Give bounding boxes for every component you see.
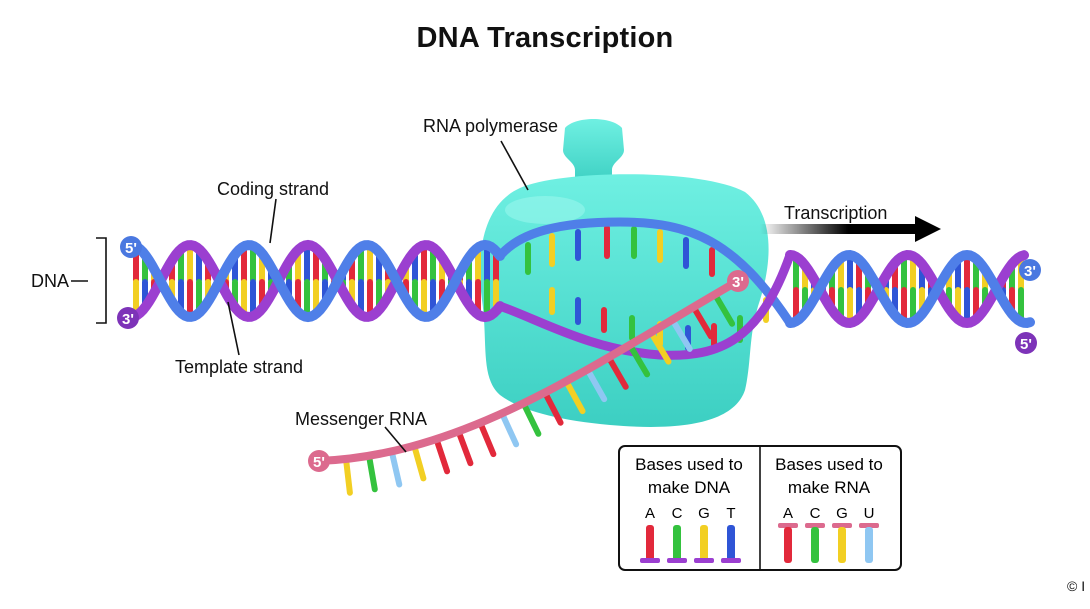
legend-base-letter: A bbox=[645, 505, 655, 522]
legend-base-t: T bbox=[721, 505, 741, 563]
messenger-rna-label: Messenger RNA bbox=[295, 409, 428, 429]
mrna-base bbox=[411, 442, 427, 482]
mrna-base bbox=[388, 448, 403, 488]
legend-base-letter: A bbox=[783, 505, 793, 522]
strand-end-markers: 5' 3' 3' 5' 5' 3' bbox=[117, 236, 1041, 472]
dna-left-top-end-marker: 5' bbox=[120, 236, 142, 258]
mrna-base bbox=[366, 452, 378, 493]
legend-base-bar bbox=[673, 525, 681, 561]
legend-base-bar bbox=[700, 525, 708, 561]
mrna-start-end-label: 5' bbox=[313, 454, 325, 471]
template-strand-bubble bbox=[495, 250, 795, 360]
legend-base-c: C bbox=[805, 505, 825, 563]
legend-base-letter: C bbox=[672, 505, 683, 522]
legend-base-backbone bbox=[721, 558, 741, 563]
rna-polymerase-label: RNA polymerase bbox=[423, 116, 559, 136]
mrna-end-end-label: 3' bbox=[732, 274, 744, 291]
legend-base-backbone bbox=[778, 523, 798, 528]
legend-base-backbone bbox=[832, 523, 852, 528]
legend-base-bar bbox=[811, 527, 819, 563]
mrna-base bbox=[520, 400, 542, 437]
copyright-notice: © I bbox=[1067, 578, 1086, 594]
template-strand-left bbox=[123, 239, 505, 323]
mrna-base bbox=[455, 428, 474, 467]
mrna-base bbox=[343, 456, 353, 496]
legend-base-g: G bbox=[694, 505, 714, 563]
coding-strand-label: Coding strand bbox=[217, 179, 330, 199]
legend-base-bar bbox=[865, 527, 873, 563]
mrna-base bbox=[711, 291, 736, 327]
legend-base-bar bbox=[838, 527, 846, 563]
legend-base-bar bbox=[784, 527, 792, 563]
label-leader-lines bbox=[71, 140, 529, 453]
dna-double-helix bbox=[123, 217, 1035, 360]
mrna-base bbox=[541, 389, 564, 426]
legend-base-letter: U bbox=[864, 505, 875, 522]
legend-base-backbone bbox=[805, 523, 825, 528]
template-strand-label: Template strand bbox=[175, 357, 304, 377]
dna-label: DNA bbox=[31, 271, 70, 291]
legend-base-backbone bbox=[859, 523, 879, 528]
mrna-base bbox=[499, 410, 520, 448]
legend-base-u: U bbox=[859, 505, 879, 563]
mrna-base bbox=[605, 354, 629, 390]
coding-strand-right bbox=[785, 249, 1035, 329]
legend-base-bar bbox=[727, 525, 735, 561]
messenger-rna-strand bbox=[315, 277, 742, 496]
legend-rna-heading-line1: Bases used to bbox=[775, 455, 883, 474]
mrna-backbone bbox=[315, 277, 742, 465]
legend-base-letter: T bbox=[726, 505, 735, 522]
mrna-base bbox=[669, 316, 693, 352]
mrna-base bbox=[648, 329, 672, 365]
dna-left-top-end-label: 5' bbox=[125, 240, 137, 257]
coding-strand-bubble bbox=[495, 217, 795, 328]
mrna-base bbox=[584, 366, 608, 403]
dna-right-top-end-label: 3' bbox=[1024, 263, 1036, 280]
legend-base-letter: G bbox=[698, 505, 710, 522]
mrna-base bbox=[626, 342, 651, 378]
legend-base-a: A bbox=[640, 505, 660, 563]
mrna-end-end-marker: 3' bbox=[727, 270, 749, 292]
mrna-base bbox=[563, 378, 586, 415]
dna-left-bottom-end-marker: 3' bbox=[117, 307, 139, 329]
legend-base-bar bbox=[646, 525, 654, 561]
transcription-arrow bbox=[760, 216, 941, 242]
dna-right-top-end-marker: 3' bbox=[1019, 259, 1041, 281]
legend-rna-heading-line2: make RNA bbox=[788, 478, 871, 497]
bases-legend: Bases used to make DNA Bases used to mak… bbox=[618, 445, 902, 571]
legend-dna-heading-line1: Bases used to bbox=[635, 455, 743, 474]
legend-base-letter: G bbox=[836, 505, 848, 522]
legend-base-backbone bbox=[667, 558, 687, 563]
legend-base-backbone bbox=[694, 558, 714, 563]
legend-dna-heading-line2: make DNA bbox=[648, 478, 731, 497]
legend-base-backbone bbox=[640, 558, 660, 563]
diagram-title: DNA Transcription bbox=[416, 22, 674, 54]
transcription-label: Transcription bbox=[784, 203, 888, 223]
mrna-start-end-marker: 5' bbox=[308, 450, 330, 472]
legend-base-c: C bbox=[667, 505, 687, 563]
dna-left-bottom-end-label: 3' bbox=[122, 311, 134, 328]
legend-base-a: A bbox=[778, 505, 798, 563]
legend-base-g: G bbox=[832, 505, 852, 563]
mrna-base bbox=[690, 304, 714, 340]
mrna-base bbox=[477, 419, 497, 458]
template-strand-right bbox=[785, 249, 1029, 329]
legend-base-letter: C bbox=[810, 505, 821, 522]
dna-right-bottom-end-marker: 5' bbox=[1015, 332, 1037, 354]
dna-right-bottom-end-label: 5' bbox=[1020, 336, 1032, 353]
mrna-base bbox=[433, 436, 451, 475]
coding-strand-left bbox=[126, 239, 505, 323]
